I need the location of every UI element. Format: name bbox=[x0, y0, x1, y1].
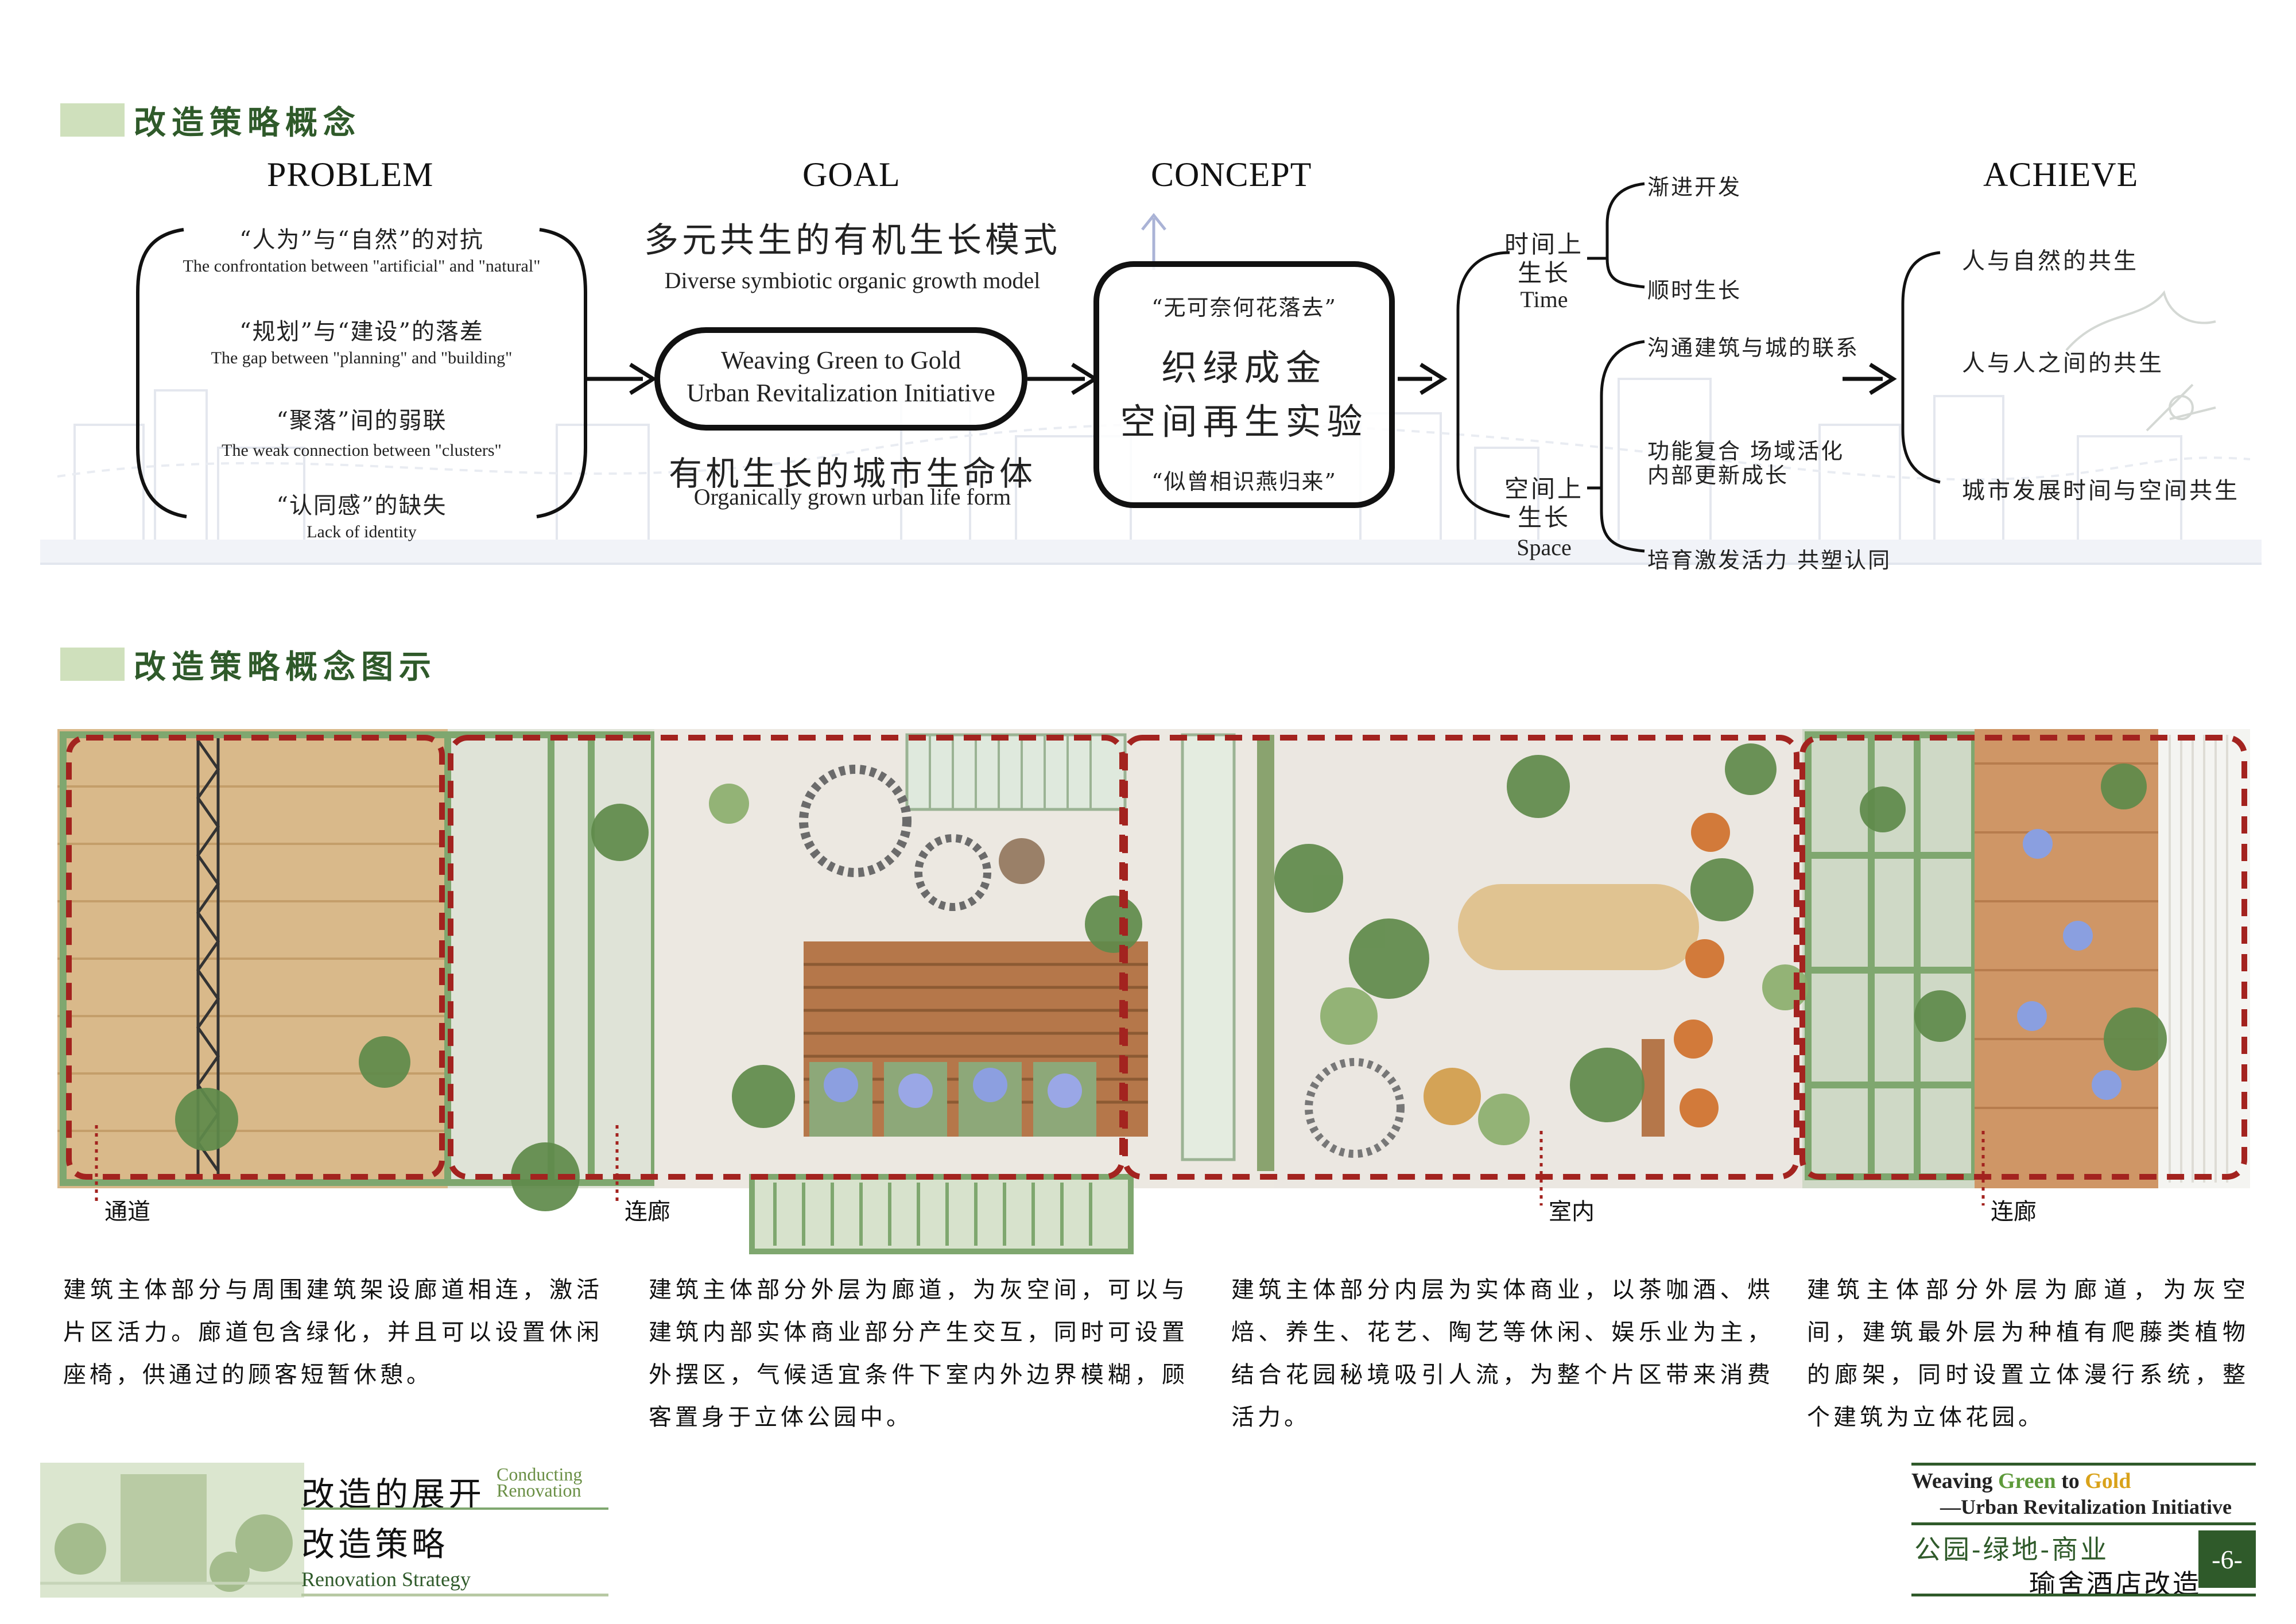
footer-chapter-block: 改造的展开 Conducting Renovation 改造策略 Renovat… bbox=[40, 1463, 608, 1598]
project-title-green: Green bbox=[1998, 1469, 2056, 1493]
goal-box-line2: Urban Revitalization Initiative bbox=[687, 379, 995, 407]
achieve-item: 人与自然的共生 bbox=[1962, 248, 2139, 274]
concept-box: “无可奈何花落去” 织绿成金 空间再生实验 “似曾相识燕归来” bbox=[1093, 261, 1395, 508]
problem-item: “聚落”间的弱联 The weak connection between "cl… bbox=[144, 402, 580, 460]
project-title-to: to bbox=[2055, 1469, 2085, 1493]
growth-brackets bbox=[1456, 182, 1645, 553]
background-skyline bbox=[40, 378, 2262, 565]
footer-top-rule bbox=[1911, 1463, 2256, 1466]
footer-thumbnail bbox=[40, 1463, 304, 1598]
column-title-problem: PROBLEM bbox=[267, 156, 434, 193]
project-title: Weaving Green to Gold bbox=[1911, 1468, 2131, 1494]
plan-label-indoor: 室内 bbox=[1549, 1199, 1595, 1225]
goal-top-en: Diverse symbiotic organic growth model bbox=[664, 268, 1041, 293]
concept-quote-top: “无可奈何花落去” bbox=[1151, 295, 1337, 320]
problem-cn: “规划”与“建设”的落差 bbox=[239, 319, 484, 345]
achieve-bracket bbox=[1901, 251, 2216, 484]
goal-box: Weaving Green to Gold Urban Revitalizati… bbox=[654, 327, 1027, 431]
column-title-concept: CONCEPT bbox=[1151, 156, 1312, 193]
space-label-cn1: 空间上 bbox=[1504, 475, 1584, 503]
space-label-en: Space bbox=[1517, 534, 1572, 560]
section-header-concept: 改造策略概念 bbox=[60, 103, 361, 142]
header-bar bbox=[60, 648, 125, 681]
achieve-item: 城市发展时间与空间共生 bbox=[1962, 478, 2240, 504]
description-paragraph: 建筑主体部分与周围建筑架设廊道相连，激活片区活力。廊道包含绿化，并且可以设置休闲… bbox=[63, 1277, 603, 1388]
goal-bottom-en: Organically grown urban life form bbox=[693, 484, 1011, 510]
problem-cn: “人为”与“自然”的对抗 bbox=[239, 227, 484, 253]
time-item: 顺时生长 bbox=[1647, 278, 1742, 303]
project-title-gold: Gold bbox=[2085, 1469, 2131, 1493]
problem-en: The confrontation between "artificial" a… bbox=[183, 257, 541, 276]
page-number-badge: -6- bbox=[2198, 1530, 2256, 1588]
plan-label-passage: 通道 bbox=[104, 1199, 150, 1225]
problem-cn: “认同感”的缺失 bbox=[276, 493, 447, 519]
section-header-diagram: 改造策略概念图示 bbox=[60, 648, 437, 686]
space-label-cn2: 生长 bbox=[1517, 503, 1570, 532]
goal-top-cn: 多元共生的有机生长模式 bbox=[644, 220, 1061, 261]
description-paragraph: 建筑主体部分内层为实体商业，以茶咖酒、烘焙、养生、花艺、陶艺等休闲、娱乐业为主，… bbox=[1231, 1277, 1774, 1431]
page-number: -6- bbox=[2212, 1544, 2243, 1574]
description-paragraph: 建筑主体部分外层为廊道，为灰空间，可以与建筑内部实体商业部分产生交互，同时可设置… bbox=[649, 1277, 1188, 1431]
concept-main-2: 空间再生实验 bbox=[1120, 401, 1368, 443]
problem-cn: “聚落”间的弱联 bbox=[276, 408, 447, 434]
project-title-w1: Weaving bbox=[1911, 1469, 1998, 1493]
goal-box-line1: Weaving Green to Gold bbox=[721, 346, 961, 374]
concept-quote-bottom: “似曾相识燕归来” bbox=[1151, 469, 1337, 494]
problem-bracket bbox=[136, 228, 587, 518]
description-paragraph: 建筑主体部分外层为廊道，为灰空间，建筑最外层为种植有爬藤类植物的廊架，同时设置立… bbox=[1807, 1277, 2249, 1431]
space-item: 沟通建筑与城的联系 bbox=[1647, 335, 1860, 361]
space-item: 内部更新成长 bbox=[1647, 463, 1789, 488]
problem-en: The weak connection between "clusters" bbox=[222, 441, 502, 460]
time-label-cn1: 时间上 bbox=[1504, 230, 1584, 258]
footer-en-line-a: Conducting bbox=[497, 1464, 583, 1485]
problem-en: Lack of identity bbox=[307, 522, 417, 541]
footer-project-block: Weaving Green to Gold —Urban Revitalizat… bbox=[1911, 1463, 2256, 1600]
footer-bottom-rule bbox=[1911, 1594, 2256, 1596]
project-subtitle: —Urban Revitalization Initiative bbox=[1940, 1495, 2232, 1518]
concept-main-1: 织绿成金 bbox=[1161, 347, 1327, 389]
footer-cn-subtitle: 改造策略 bbox=[301, 1525, 449, 1564]
header-bar bbox=[60, 103, 125, 137]
footer-divider bbox=[301, 1507, 608, 1510]
time-item: 渐进开发 bbox=[1647, 175, 1742, 200]
space-item: 培育激发活力 共塑认同 bbox=[1647, 548, 1892, 573]
footer-bottom-line bbox=[301, 1594, 608, 1596]
goal-bottom-cn: 有机生长的城市生命体 bbox=[668, 454, 1036, 493]
problem-item: “认同感”的缺失 Lack of identity bbox=[144, 487, 580, 542]
project-cn-line1: 公园-绿地-商业 bbox=[1914, 1534, 2109, 1565]
renovation-plan-illustration bbox=[57, 729, 2250, 1254]
footer-mid-rule bbox=[1911, 1522, 2256, 1525]
time-label-cn2: 生长 bbox=[1517, 259, 1570, 287]
footer-en-line-b: Renovation bbox=[497, 1480, 581, 1501]
problem-en: The gap between "planning" and "building… bbox=[211, 348, 513, 367]
time-label-en: Time bbox=[1520, 286, 1568, 312]
footer-cn-title: 改造的展开 bbox=[301, 1475, 486, 1514]
plan-label-corridor: 连廊 bbox=[625, 1199, 670, 1225]
achieve-item: 人与人之间的共生 bbox=[1962, 350, 2164, 377]
footer-en-subtitle: Renovation Strategy bbox=[301, 1568, 471, 1591]
plan-label-corridor: 连廊 bbox=[1991, 1199, 2037, 1225]
problem-item: “人为”与“自然”的对抗 The confrontation between "… bbox=[144, 221, 580, 276]
column-title-achieve: ACHIEVE bbox=[1983, 156, 2139, 193]
section-title: 改造策略概念图示 bbox=[134, 648, 437, 686]
section-title: 改造策略概念 bbox=[134, 103, 361, 142]
problem-item: “规划”与“建设”的落差 The gap between "planning" … bbox=[144, 313, 580, 368]
space-item: 功能复合 场域活化 bbox=[1647, 439, 1845, 464]
column-title-goal: GOAL bbox=[802, 156, 901, 193]
